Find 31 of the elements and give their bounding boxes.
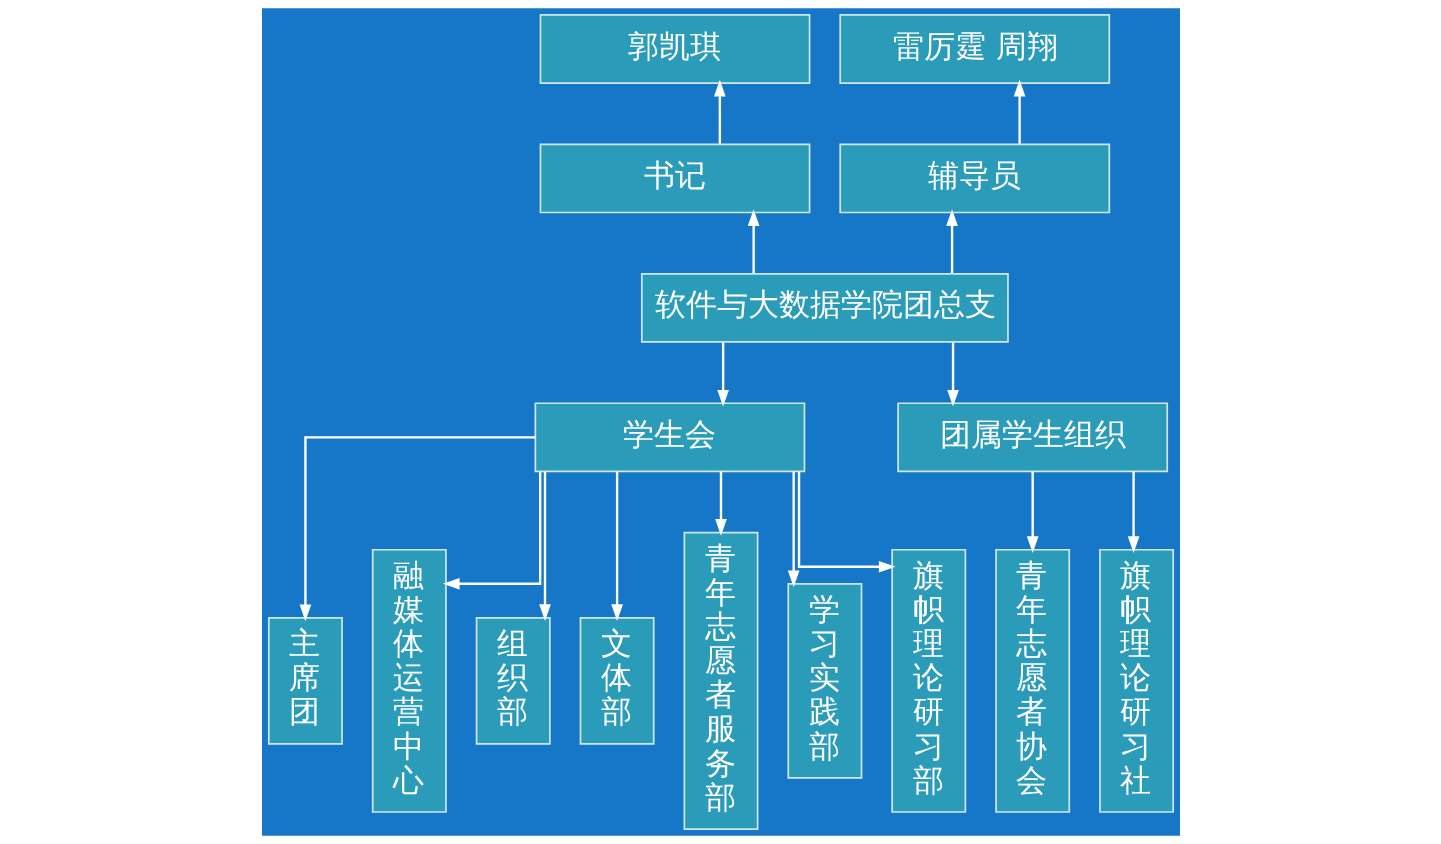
node-box: 主席团 — [267, 617, 343, 745]
node-box: 旗帜理论研习社 — [1098, 548, 1174, 813]
arrow — [610, 471, 623, 622]
node-box: 软件与大数据学院团总支 — [640, 272, 1009, 343]
arrow — [787, 471, 800, 588]
arrow — [945, 209, 958, 274]
arrow — [442, 472, 541, 590]
arrow — [946, 342, 959, 407]
arrow — [716, 342, 729, 407]
node-box: 辅导员 — [838, 143, 1110, 214]
node-box: 学习实践部 — [786, 582, 862, 779]
arrow — [713, 79, 726, 144]
arrow — [1127, 471, 1139, 554]
node-box: 团属学生组织 — [896, 402, 1168, 473]
node-box: 文体部 — [579, 617, 655, 745]
arrow — [797, 472, 896, 573]
node-box: 青年志愿者协会 — [994, 548, 1070, 813]
node-box: 青年志愿者服务部 — [683, 531, 758, 830]
arrow — [714, 471, 727, 536]
node-box: 组织部 — [475, 617, 551, 745]
node-box: 书记 — [539, 143, 810, 214]
arrow — [747, 209, 759, 274]
arrow — [299, 436, 535, 622]
arrow — [1026, 471, 1039, 554]
arrow — [538, 471, 551, 622]
node-box: 郭凯琪 — [539, 14, 810, 84]
node-box: 雷厉霆 周翔 — [838, 14, 1110, 84]
node-box: 旗帜理论研习部 — [890, 548, 966, 813]
node-box: 融媒体运营中心 — [371, 548, 447, 813]
arrow — [1013, 79, 1025, 144]
node-box: 学生会 — [534, 402, 805, 473]
